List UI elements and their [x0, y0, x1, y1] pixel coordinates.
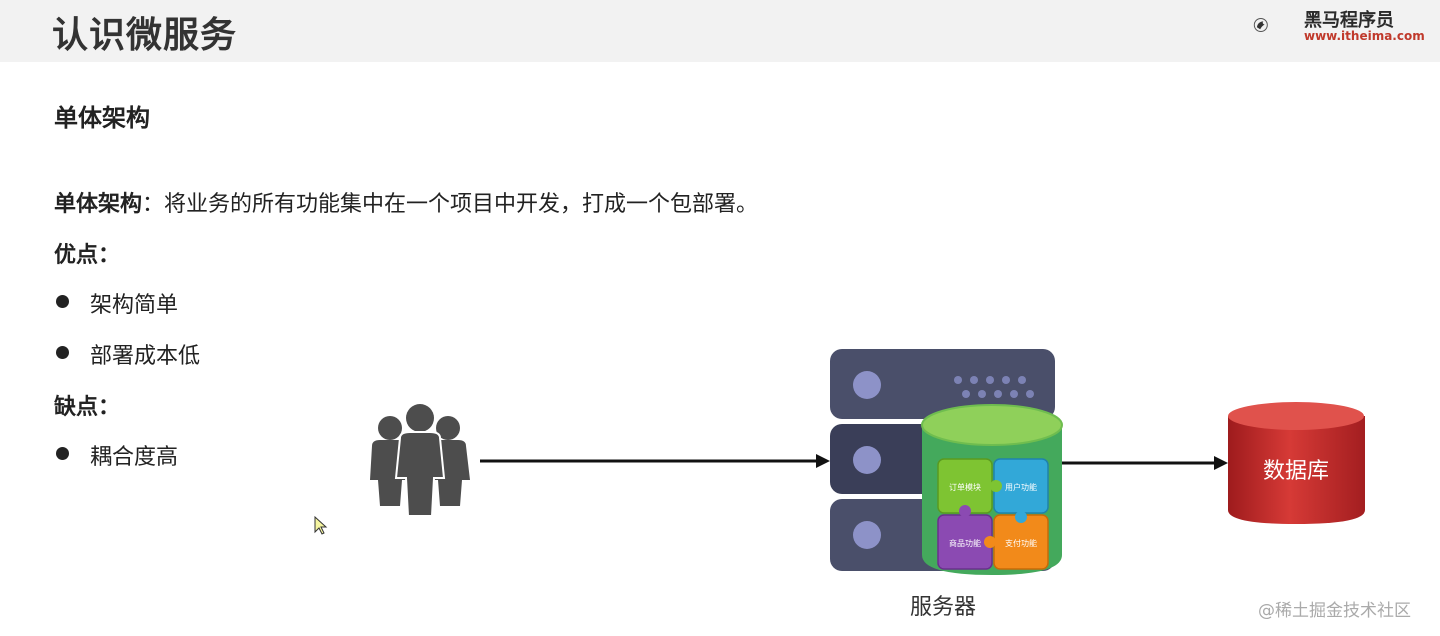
module-label: 支付功能 [1005, 538, 1037, 548]
title-bar [0, 0, 1440, 62]
definition-text: 将业务的所有功能集中在一个项目中开发，打成一个包部署。 [164, 192, 759, 217]
users-icon [370, 404, 470, 517]
pros-item: 部署成本低 [90, 344, 201, 369]
module-label: 订单模块 [949, 482, 981, 492]
watermark: @稀土掘金技术社区 [1258, 601, 1411, 621]
pros-label: 优点： [54, 243, 121, 268]
cons-item: 耦合度高 [90, 445, 179, 470]
module-label: 商品功能 [949, 538, 981, 548]
arrow-to-database [1062, 456, 1228, 470]
bullet-dot [56, 447, 69, 460]
section-title: 单体架构 [54, 104, 150, 132]
database-label: 数据库 [1263, 459, 1329, 484]
logo-url: www.itheima.com [1304, 29, 1425, 43]
arrow-to-server [480, 454, 830, 468]
definition-line: 单体架构：将业务的所有功能集中在一个项目中开发，打成一个包部署。 [54, 186, 758, 218]
definition-separator: ： [142, 192, 165, 217]
cons-label: 缺点： [54, 395, 121, 420]
bullet-dot [56, 295, 69, 308]
module-label: 用户功能 [1005, 482, 1037, 492]
bullet-dot [56, 346, 69, 359]
logo-name: 黑马程序员 [1304, 10, 1394, 31]
database-icon: 数据库 [1228, 402, 1365, 524]
server-label: 服务器 [910, 595, 977, 620]
module-cylinder-icon: 订单模块 用户功能 商品功能 支付功能 [921, 404, 1063, 575]
page-title: 认识微服务 [52, 15, 238, 56]
mouse-cursor-icon [314, 516, 328, 535]
definition-term: 单体架构 [54, 192, 143, 217]
logo-horse-icon [1253, 18, 1268, 32]
pros-item: 架构简单 [90, 293, 179, 318]
